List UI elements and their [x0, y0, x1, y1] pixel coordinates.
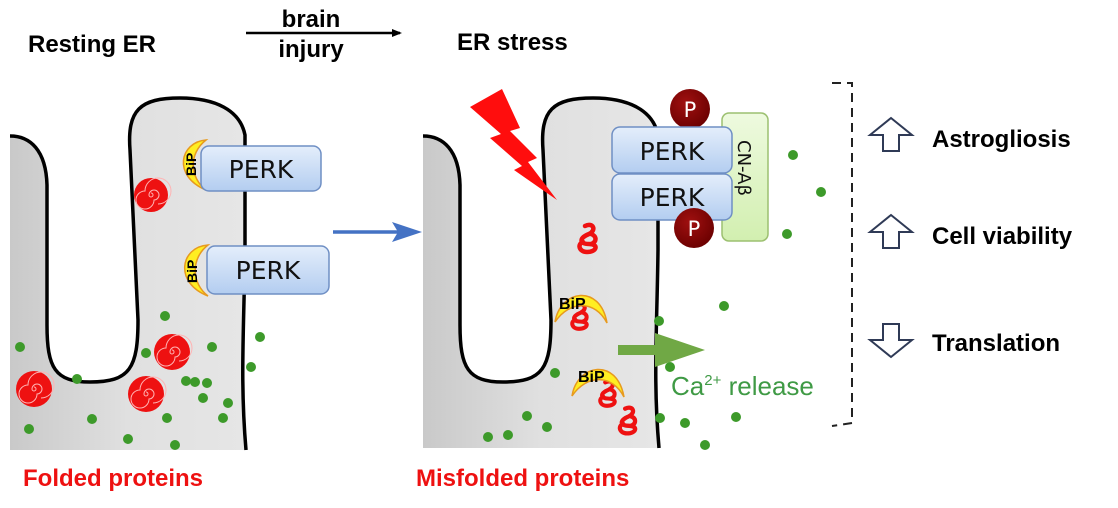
calcium-ion-dot	[15, 342, 25, 352]
phosphate-label: P	[684, 98, 697, 122]
folded-proteins-caption: Folded proteins	[23, 465, 203, 492]
perk-receptor	[611, 126, 733, 174]
bip-label: BiP	[578, 369, 605, 386]
calcium-ion-dot	[654, 316, 664, 326]
perk-label: PERK	[640, 137, 705, 166]
folded-protein	[16, 371, 55, 407]
calcium-ion-dot	[246, 362, 256, 372]
perk-dimer: PERK PERK	[611, 126, 733, 221]
calcium-ion-dot	[782, 229, 792, 239]
folded-protein	[154, 334, 193, 370]
effect-label: Translation	[932, 330, 1060, 357]
perk-receptor	[200, 145, 322, 192]
calcium-ion-dot	[202, 378, 212, 388]
injury-lightning-icon	[470, 89, 557, 200]
calcium-ion-dot	[542, 422, 552, 432]
bip-label: BiP	[559, 296, 586, 313]
effect-astrogliosis: Astrogliosis	[867, 116, 1071, 153]
calcium-ion-dot	[550, 368, 560, 378]
resting-er-label: Resting ER	[28, 31, 156, 58]
phosphate-group: P	[670, 89, 710, 129]
bip-label: BiP	[183, 153, 199, 176]
calcium-ion-dot	[123, 434, 133, 444]
bip-label: BiP	[184, 260, 200, 283]
calcium-ion-dot	[218, 413, 228, 423]
folded-protein	[134, 177, 172, 212]
transition-label-brain: brain	[282, 6, 341, 33]
calcium-ion-dot	[483, 432, 493, 442]
stressed-er-membrane	[422, 96, 661, 449]
misfolded-proteins-caption: Misfolded proteins	[416, 465, 629, 492]
calcium-release-arrow	[618, 333, 705, 367]
calcium-symbol: Ca	[671, 371, 705, 401]
release-word: release	[721, 371, 814, 401]
calcium-ions-right	[483, 150, 826, 450]
calcium-ion-dot	[731, 412, 741, 422]
calcium-ion-dot	[170, 440, 180, 450]
calcium-ion-dot	[141, 348, 151, 358]
perk-receptor	[206, 245, 330, 295]
down-arrow-icon	[867, 323, 915, 359]
bip-perk-complex: BiP PERK	[182, 139, 322, 192]
cn-abeta-inhibitor: CN-Aβ	[721, 112, 769, 242]
up-arrow-icon	[867, 213, 915, 249]
folded-protein	[128, 376, 167, 412]
calcium-ion-dot	[665, 362, 675, 372]
cn-abeta-label: CN-Aβ	[733, 140, 754, 196]
calcium-ion-dot	[655, 413, 665, 423]
effect-cell-viability: Cell viability	[867, 213, 1073, 250]
calcium-ion-dot	[160, 311, 170, 321]
calcium-ion-dot	[700, 440, 710, 450]
calcium-ion-dot	[223, 398, 233, 408]
phosphate-group: P	[674, 208, 714, 248]
phosphate-label: P	[688, 217, 701, 241]
effects-bracket	[831, 82, 853, 427]
calcium-release-label: Ca2+ release	[671, 371, 814, 401]
calcium-ion-dot	[72, 374, 82, 384]
effect-label: Astrogliosis	[932, 126, 1071, 153]
perk-label: PERK	[229, 155, 294, 184]
perk-label: PERK	[640, 183, 705, 212]
bip-bound-misfolded: BiP	[571, 368, 625, 398]
bip-chaperone	[183, 244, 211, 297]
transition-arrow	[333, 222, 422, 242]
perk-receptor	[611, 173, 733, 221]
calcium-charge: 2+	[704, 372, 721, 389]
calcium-ion-dot	[24, 424, 34, 434]
calcium-ion-dot	[255, 332, 265, 342]
calcium-ion-dot	[198, 393, 208, 403]
calcium-ions-left	[15, 311, 265, 450]
bip-chaperone	[554, 294, 608, 324]
effect-label: Cell viability	[932, 223, 1073, 250]
transition-label-injury: injury	[278, 36, 344, 63]
calcium-ion-dot	[503, 430, 513, 440]
calcium-ion-dot	[87, 414, 97, 424]
calcium-ion-dot	[719, 301, 729, 311]
er-stress-label: ER stress	[457, 29, 568, 56]
bip-perk-complex: BiP PERK	[183, 244, 330, 297]
calcium-ion-dot	[788, 150, 798, 160]
calcium-ion-dot	[207, 342, 217, 352]
effect-translation: Translation	[867, 323, 1060, 359]
perk-label: PERK	[236, 256, 301, 285]
calcium-ion-dot	[190, 377, 200, 387]
calcium-ion-dot	[680, 418, 690, 428]
bip-bound-misfolded: BiP	[554, 294, 608, 324]
calcium-ion-dot	[181, 376, 191, 386]
calcium-ion-dot	[522, 411, 532, 421]
bip-chaperone	[571, 368, 625, 398]
up-arrow-icon	[867, 116, 915, 152]
calcium-ion-dot	[162, 413, 172, 423]
calcium-ion-dot	[816, 187, 826, 197]
